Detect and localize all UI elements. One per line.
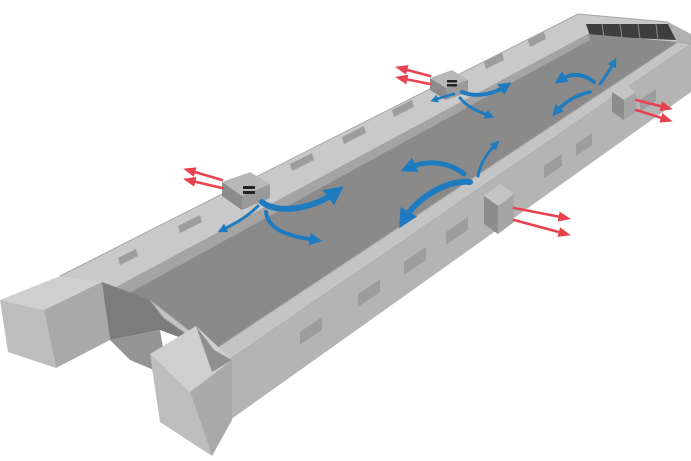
left-end-top (0, 276, 102, 310)
back-wall-windows (118, 32, 546, 265)
back-window (528, 32, 546, 47)
front-window (404, 247, 426, 275)
exhaust-double-arrow-icon (395, 65, 432, 78)
front-corner-top (150, 326, 232, 392)
exhaust-arrows (183, 65, 673, 237)
front-wall-windows (300, 89, 656, 345)
left-end-front (0, 300, 56, 368)
front-window (358, 279, 380, 307)
exhaust-double-arrow-icon (183, 167, 224, 182)
barn-building (0, 13, 691, 456)
front-window (640, 89, 656, 112)
exhaust-double-arrow-icon (634, 98, 673, 112)
front-corner-face (150, 354, 212, 456)
curved-airflow-arrow-icon (217, 204, 260, 233)
vent-unit-back-left (222, 172, 270, 210)
vent-unit-front-right (612, 84, 636, 120)
curved-airflow-arrow-icon (598, 57, 617, 86)
front-window (576, 133, 592, 156)
curved-airflow-arrow-icon (259, 186, 344, 212)
curved-airflow-arrow-icon (554, 71, 596, 84)
back-window (342, 126, 366, 144)
exhaust-double-arrow-icon (512, 206, 571, 222)
back-window (484, 53, 504, 69)
curved-airflow-arrow-icon (476, 140, 500, 178)
front-corner-recess (196, 326, 232, 372)
curved-airflow-arrow-icon (400, 157, 467, 177)
curved-airflow-arrow-icon (458, 96, 495, 119)
vent-unit-front-middle (484, 184, 514, 234)
curved-airflow-arrow-icon (552, 90, 592, 117)
front-window (300, 317, 322, 345)
left-end-side (44, 282, 110, 368)
curved-airflow-arrow-icon (264, 210, 323, 246)
curved-airflow-arrow-icon (430, 92, 456, 103)
front-window (544, 154, 562, 178)
front-corner-side (190, 360, 232, 456)
back-window (118, 249, 138, 265)
front-window (446, 217, 468, 245)
back-window (178, 215, 202, 233)
curved-airflow-arrow-icon (399, 178, 473, 229)
ventilation-fan-unit-icon (447, 80, 457, 83)
curved-airflow-arrow-icon (460, 82, 512, 97)
ventilation-fan-unit-icon (243, 186, 255, 189)
barn-floor (92, 34, 678, 350)
back-window (392, 100, 414, 117)
airflow-arrows (217, 57, 617, 246)
back-window (290, 153, 314, 171)
